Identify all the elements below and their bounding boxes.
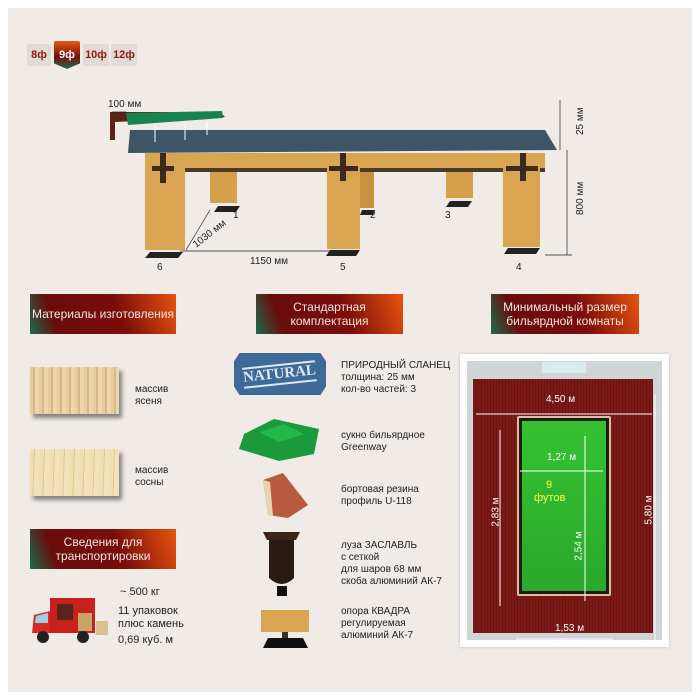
play-width-label: 1,27 м xyxy=(547,452,577,463)
natural-badge-text: NATURAL xyxy=(242,359,318,389)
delivery-truck-icon xyxy=(32,598,108,643)
play-length-label: 2,54 м xyxy=(573,531,585,561)
slate-icon: NATURAL xyxy=(234,353,326,395)
pine-wood-sample xyxy=(30,449,119,496)
depth-label: 1030 мм xyxy=(191,218,228,251)
leg-3 xyxy=(446,168,473,198)
height-label: 800 мм xyxy=(575,182,586,215)
room-length-label: 5,80 м xyxy=(643,495,655,525)
pocket-icon xyxy=(263,532,300,596)
size-tab-10[interactable]: 10ф xyxy=(83,44,109,66)
svg-text:3: 3 xyxy=(445,210,451,221)
size-tab-9[interactable]: 9ф xyxy=(54,41,80,69)
material-pine-label: массив сосны xyxy=(135,465,169,488)
room-width-label: 4,50 м xyxy=(546,394,576,405)
size-tab-12[interactable]: 12ф xyxy=(111,44,137,66)
room-header: Минимальный размер бильярдной комнаты xyxy=(491,294,639,334)
materials-header: Материалы изготовления xyxy=(30,294,176,334)
transport-weight: ~ 500 кг xyxy=(120,586,160,598)
table-outer-width-label: 1,53 м xyxy=(555,623,585,634)
room-plan: 4,50 м 5,80 м 2,83 м 1,27 м 2,54 м 1,53 … xyxy=(460,354,669,647)
svg-text:2: 2 xyxy=(370,210,376,221)
table-outer-length-label: 2,83 м xyxy=(490,497,502,527)
leg-support-icon xyxy=(261,610,309,648)
size-number: 9 xyxy=(546,479,553,491)
table-cloth xyxy=(522,421,606,591)
ash-wood-sample xyxy=(30,367,119,414)
svg-text:1: 1 xyxy=(233,210,239,221)
slate-top xyxy=(128,130,557,153)
table-diagram: 100 мм 25 мм 800 мм 1030 мм 1150 мм 1 2 … xyxy=(108,99,586,273)
span-label: 1150 мм xyxy=(250,256,288,267)
billiard-table xyxy=(517,416,611,596)
slate-thickness-label: 25 мм xyxy=(575,107,586,135)
material-ash-label: массив ясеня xyxy=(135,384,169,407)
size-tab-8[interactable]: 8ф xyxy=(27,44,51,66)
transport-volume: 0,69 куб. м xyxy=(118,634,173,646)
leg-2 xyxy=(360,168,374,208)
cushion-rubber-icon xyxy=(263,473,308,518)
transport-header: Сведения для транспортировки xyxy=(30,529,176,569)
svg-text:4: 4 xyxy=(516,262,522,273)
transport-packages: 11 упаковок плюс камень xyxy=(118,605,184,630)
kit-header: Стандартная комплектация xyxy=(256,294,403,334)
cloth-icon xyxy=(239,419,319,461)
page: 8ф 9ф 10ф 12ф 100 мм 25 мм 800 мм 1030 м… xyxy=(8,8,692,692)
window-icon xyxy=(542,362,586,373)
rail-width-label: 100 мм xyxy=(108,99,141,110)
svg-text:5: 5 xyxy=(340,262,346,273)
size-unit: футов xyxy=(534,492,566,504)
leg-1 xyxy=(210,168,237,203)
svg-text:6: 6 xyxy=(157,262,163,273)
